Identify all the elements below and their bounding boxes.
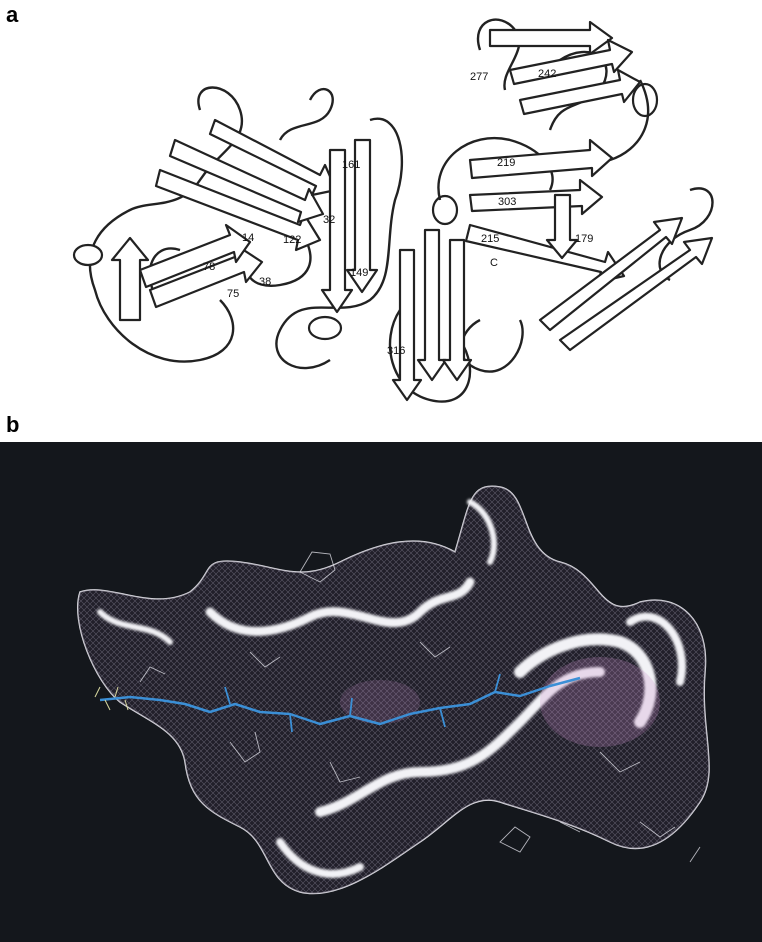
- c-terminus-label: C: [490, 257, 498, 269]
- residue-label-316: 316: [387, 345, 405, 357]
- residue-label-78: 78: [203, 261, 215, 273]
- residue-label-215: 215: [481, 233, 499, 245]
- residue-label-32: 32: [323, 214, 335, 226]
- residue-label-38: 38: [259, 276, 271, 288]
- panel-b-letter: b: [6, 412, 19, 438]
- residue-label-303: 303: [498, 196, 516, 208]
- panel-b-surface-render: [0, 442, 762, 942]
- residue-label-242: 242: [538, 68, 556, 80]
- residue-label-161: 161: [342, 159, 360, 171]
- molecular-surface-svg: [0, 442, 762, 942]
- ribbon-diagram-svg: 277 242 161 219 303 32 14 122 215 179 78…: [0, 0, 762, 412]
- residue-label-179: 179: [575, 233, 593, 245]
- residue-label-277: 277: [470, 71, 488, 83]
- residue-label-14: 14: [242, 232, 254, 244]
- tinted-region: [540, 657, 660, 747]
- residue-label-122: 122: [283, 234, 301, 246]
- left-domain-strands: [112, 120, 377, 320]
- panel-a-ribbon-diagram: 277 242 161 219 303 32 14 122 215 179 78…: [0, 0, 762, 412]
- residue-label-149: 149: [350, 267, 368, 279]
- residue-label-219: 219: [497, 157, 515, 169]
- residue-label-75: 75: [227, 288, 239, 300]
